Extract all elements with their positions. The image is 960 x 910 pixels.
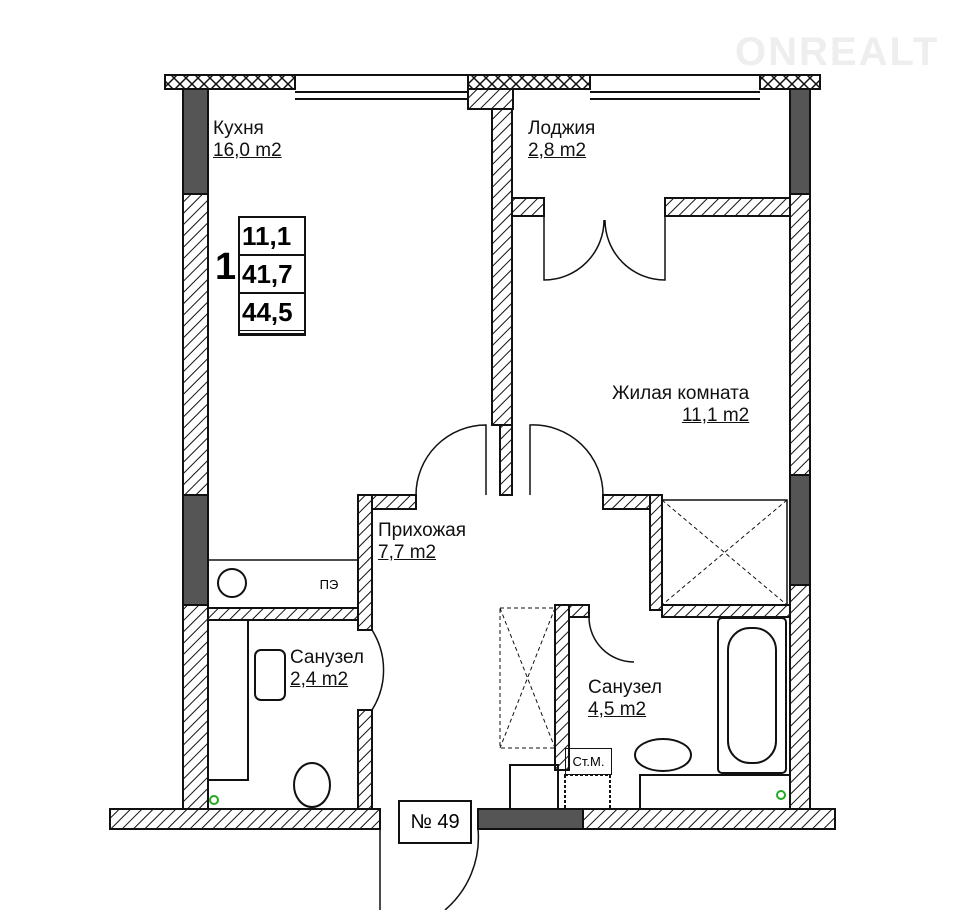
apartment-number: № 49	[398, 800, 472, 844]
room-name: Жилая комната	[612, 383, 750, 404]
living-area: 11,1	[240, 218, 304, 256]
pe-label: ПЭ	[319, 577, 339, 592]
bathtub-icon	[717, 617, 787, 774]
room-name: Прихожая	[378, 520, 467, 541]
room-name: Лоджия	[528, 118, 596, 139]
washbasin-icon	[254, 649, 286, 701]
room-area: 16,0 m2	[213, 140, 282, 161]
wall-top	[164, 74, 296, 90]
room-area: 11,1 m2	[681, 405, 750, 426]
toilet-icon	[293, 762, 331, 808]
wall-partition	[491, 108, 513, 426]
room-name: Кухня	[213, 118, 264, 139]
total-with-loggia: 44,5	[240, 294, 304, 334]
wall-left	[182, 88, 209, 810]
area-summary: 11,1 41,7 44,5	[238, 216, 306, 336]
washer-label: Ст.М.	[565, 748, 612, 775]
total-area: 41,7	[240, 256, 304, 294]
room-name: Санузел	[588, 677, 663, 698]
watermark: ONREALT	[735, 30, 940, 74]
room-area: 2,8 m2	[528, 140, 587, 161]
room-area: 7,7 m2	[378, 542, 437, 563]
wall-bottom	[109, 808, 381, 830]
room-area: 4,5 m2	[588, 699, 647, 720]
room-count: 1	[215, 246, 237, 288]
sink-icon	[217, 568, 247, 598]
room-area: 2,4 m2	[290, 669, 349, 690]
room-name: Санузел	[290, 647, 365, 668]
wall-right	[789, 88, 811, 810]
